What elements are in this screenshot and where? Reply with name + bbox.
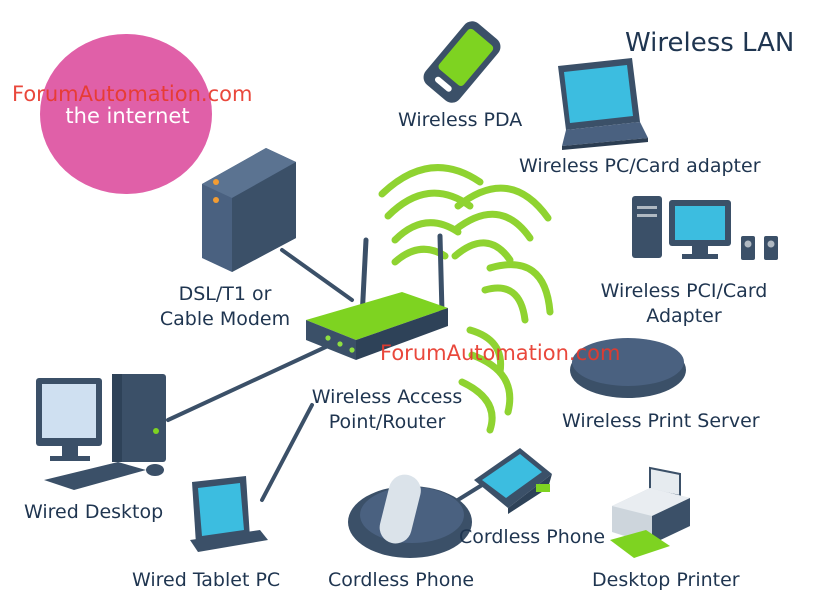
modem-label: DSL/T1 or Cable Modem: [158, 282, 292, 332]
pc-card-label-line2: Adapter: [646, 305, 722, 327]
print-server-label: Wireless Print Server: [562, 410, 760, 432]
print-server-icon: [570, 338, 686, 398]
pc-card-label-line1: Wireless PCI/Card: [600, 280, 768, 302]
cordless-phone-icon: [348, 474, 472, 558]
pc-card-label: Wireless PCI/Card Adapter: [598, 279, 770, 329]
modem-icon: [202, 148, 296, 272]
watermark-top: ForumAutomation.com: [12, 82, 253, 106]
laptop-label: Wireless PC/Card adapter: [519, 155, 761, 177]
printer-label: Desktop Printer: [592, 569, 740, 591]
router-label-line1: Wireless Access: [311, 386, 463, 408]
wireless-waves: [378, 164, 554, 434]
router-label: Wireless Access Point/Router: [302, 385, 472, 435]
internet-cloud: [40, 34, 212, 194]
pda-label: Wireless PDA: [398, 109, 523, 131]
phone-base-label: Cordless Phone: [459, 526, 606, 548]
wired-desktop-icon: [36, 374, 166, 490]
tablet-icon: [190, 476, 268, 552]
internet-label: the internet: [65, 104, 190, 128]
cordless-phone-label: Cordless Phone: [328, 569, 475, 591]
laptop-icon: [558, 58, 648, 150]
desktop-pc-icon: [632, 196, 778, 260]
modem-label-line2: Cable Modem: [159, 308, 291, 330]
router-icon: [306, 233, 448, 360]
desktop-router-link: [166, 343, 332, 422]
wired-desktop-label: Wired Desktop: [24, 501, 164, 523]
modem-router-link: [280, 248, 354, 302]
pda-icon: [423, 21, 501, 103]
printer-icon: [610, 466, 690, 558]
watermark-middle: ForumAutomation.com: [380, 341, 621, 365]
phone-base-icon: [474, 448, 552, 514]
modem-label-line1: DSL/T1 or: [178, 283, 272, 305]
router-label-line2: Point/Router: [328, 411, 446, 433]
tablet-label: Wired Tablet PC: [132, 569, 281, 591]
diagram-title: Wireless LAN: [625, 28, 795, 58]
tablet-router-link: [260, 403, 314, 502]
